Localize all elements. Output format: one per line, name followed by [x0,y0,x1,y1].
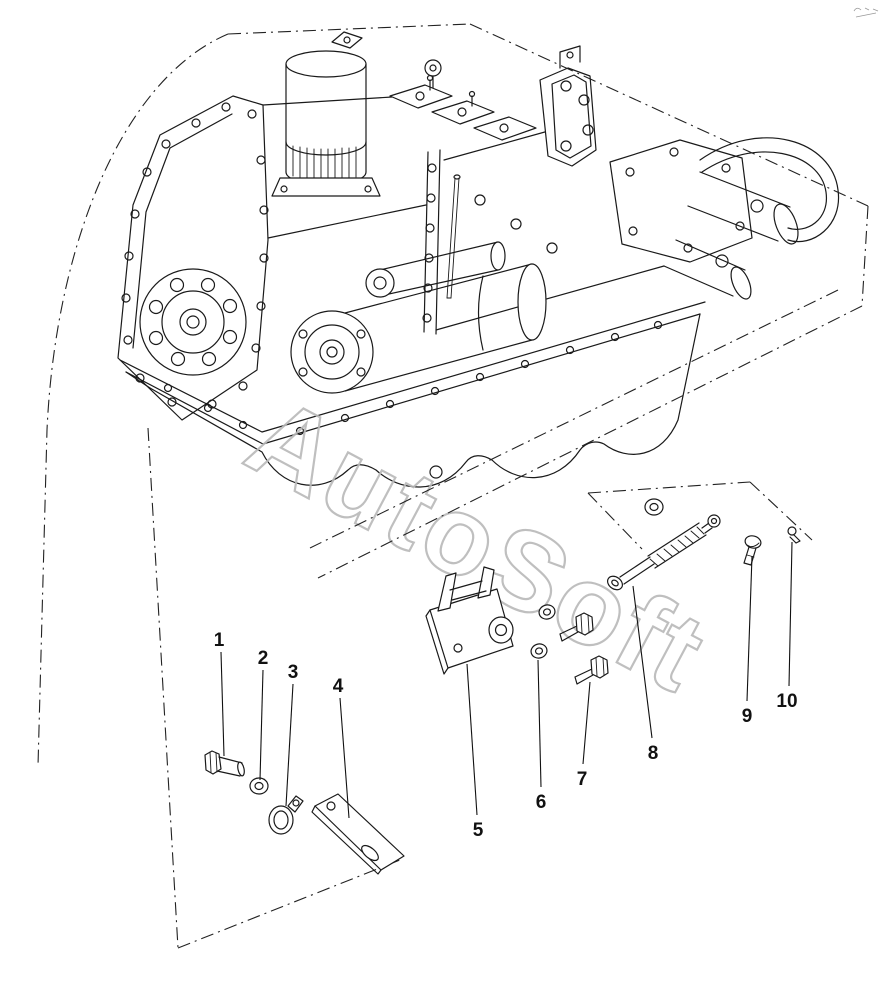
callout-7: 7 [577,769,588,790]
callout-6: 6 [536,792,547,813]
part-2-washer [249,777,269,795]
corner-mark [853,7,879,18]
part-8-cable [606,498,721,591]
engine-assembly-drawing [117,31,840,488]
callout-2: 2 [258,648,269,669]
callout-5: 5 [473,820,484,841]
callout-9: 9 [742,706,753,727]
callout-3: 3 [288,662,299,683]
callout-10: 10 [776,691,797,712]
part-6-washers [530,604,556,659]
callout-8: 8 [648,743,659,764]
callout-leader-lines [220,541,793,819]
part-7-bolts [559,612,609,685]
part-5-bracket [425,566,514,675]
callout-1: 1 [214,630,225,651]
phantom-boundary-lines [37,23,869,949]
part-1-bolt [204,750,245,777]
part-9-screw [743,535,762,566]
watermark-text: AutoSoft [229,373,726,717]
part-4-bracket-plate [311,793,405,875]
callout-4: 4 [333,676,344,697]
part-3-clamp [268,795,304,835]
part-10-screw [787,526,801,544]
